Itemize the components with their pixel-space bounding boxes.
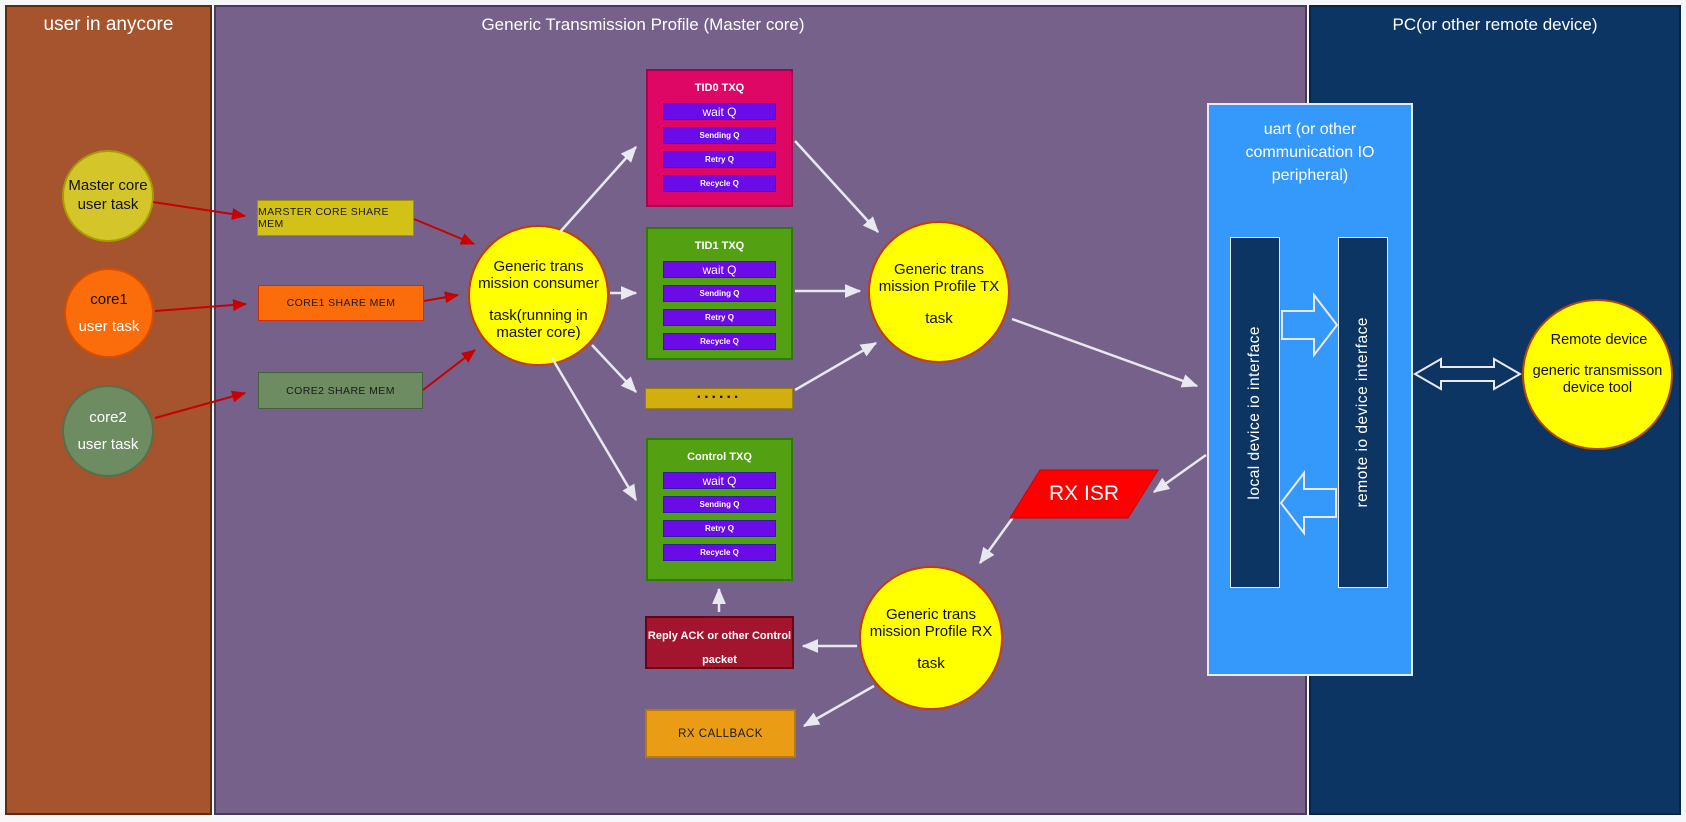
local-device-io-interface-bar: local device io interface <box>1230 237 1280 588</box>
queue-row-recycle: Recycle Q <box>663 544 776 561</box>
reply-ack-control-packet-box: Reply ACK or other Control packet <box>645 616 794 669</box>
queue-row-label: wait Q <box>702 104 737 119</box>
reply-ack-line2: packet <box>702 654 737 666</box>
rx-callback-box: RX CALLBACK <box>645 709 796 758</box>
core1-share-mem-label: CORE1 SHARE MEM <box>286 297 396 309</box>
queue-row-recycle: Recycle Q <box>663 333 776 350</box>
queue-row-label: Sending Q <box>699 289 740 298</box>
queue-row-retry: Retry Q <box>663 309 776 326</box>
remote-device-text2: generic transmisson device tool <box>1532 363 1663 396</box>
queue-row-sending: Sending Q <box>663 496 776 513</box>
queue-row-label: wait Q <box>702 473 737 488</box>
queue-row-label: Retry Q <box>705 155 734 164</box>
transmission-consumer-task-node: Generic trans mission consumer task(runn… <box>468 225 609 366</box>
pc-panel-title: PC(or other remote device) <box>1392 15 1598 34</box>
ellipsis-label: ...... <box>696 384 742 402</box>
queue-row-wait: wait Q <box>663 261 776 278</box>
queue-row-label: Retry Q <box>705 313 734 322</box>
reply-ack-line1: Reply ACK or other Control <box>647 630 792 642</box>
queue-row-label: Recycle Q <box>700 548 739 557</box>
uart-title-text: uart (or other communication IO peripher… <box>1245 121 1375 184</box>
local-interface-label: local device io interface <box>1246 325 1263 500</box>
master-share-mem-label: MARSTER CORE SHARE MEM <box>258 206 389 230</box>
master-panel-title: Generic Transmission Profile (Master cor… <box>481 15 805 34</box>
core1-task-line2: user task <box>78 318 140 335</box>
master-core-task-line2: user task <box>77 196 139 213</box>
queue-row-wait: wait Q <box>663 103 776 120</box>
queue-row-label: Sending Q <box>699 131 740 140</box>
remote-device-text1: Remote device <box>1550 332 1648 348</box>
tid0-txq-box: TID0 TXQ wait Q Sending Q Retry Q Recycl… <box>646 69 793 207</box>
queue-row-label: Sending Q <box>699 500 740 509</box>
tx-task-text1: Generic trans mission Profile TX <box>878 261 1000 295</box>
queue-row-label: Recycle Q <box>700 337 739 346</box>
queue-row-sending: Sending Q <box>663 127 776 144</box>
core1-task-line1: core1 <box>90 291 128 308</box>
core2-share-mem-box: CORE2 SHARE MEM <box>258 372 423 409</box>
remote-device-node: Remote device generic transmisson device… <box>1522 299 1673 450</box>
core2-share-mem-label: CORE2 SHARE MEM <box>286 384 395 397</box>
consumer-text2: task(running in master core) <box>489 307 588 341</box>
tid0-txq-rows: wait Q Sending Q Retry Q Recycle Q <box>648 94 791 192</box>
queue-row-retry: Retry Q <box>663 151 776 168</box>
control-txq-title: Control TXQ <box>687 451 752 463</box>
queue-row-wait: wait Q <box>663 472 776 489</box>
rx-task-text2: task <box>917 655 945 672</box>
queue-row-recycle: Recycle Q <box>663 175 776 192</box>
core2-task-line1: core2 <box>89 409 127 426</box>
tx-task-text2: task <box>925 310 953 327</box>
uart-title: uart (or other communication IO peripher… <box>1209 118 1411 187</box>
master-core-task-line1: Master core <box>68 177 148 194</box>
rx-callback-label: RX CALLBACK <box>678 727 763 740</box>
rx-isr-label: RX ISR <box>1048 482 1119 505</box>
transmission-profile-rx-task-node: Generic trans mission Profile RX task <box>859 566 1003 710</box>
core1-user-task-node: core1 user task <box>64 268 154 358</box>
uart-peripheral-box: uart (or other communication IO peripher… <box>1207 103 1413 676</box>
core1-share-mem-box: CORE1 SHARE MEM <box>258 285 424 321</box>
queue-row-label: wait Q <box>702 262 737 277</box>
remote-io-device-interface-bar: remote io device interface <box>1338 237 1388 588</box>
tid1-txq-rows: wait Q Sending Q Retry Q Recycle Q <box>648 252 791 350</box>
master-core-share-mem-box: MARSTER CORE SHARE MEM <box>257 200 414 236</box>
remote-interface-label: remote io device interface <box>1354 317 1371 508</box>
rx-task-text1: Generic trans mission Profile RX <box>869 606 993 640</box>
queue-row-label: Recycle Q <box>700 179 739 188</box>
master-core-user-task-node: Master core user task <box>62 150 154 242</box>
user-panel-title: user in anycore <box>43 14 174 35</box>
consumer-text1: Generic trans mission consumer <box>478 258 599 292</box>
tid1-txq-title: TID1 TXQ <box>694 240 745 252</box>
control-txq-rows: wait Q Sending Q Retry Q Recycle Q <box>648 463 791 561</box>
tid1-txq-box: TID1 TXQ wait Q Sending Q Retry Q Recycl… <box>646 227 793 360</box>
tid0-txq-title: TID0 TXQ <box>694 82 745 94</box>
queue-row-sending: Sending Q <box>663 285 776 302</box>
transmission-profile-tx-task-node: Generic trans mission Profile TX task <box>868 221 1010 363</box>
control-txq-box: Control TXQ wait Q Sending Q Retry Q Rec… <box>646 438 793 581</box>
queue-row-label: Retry Q <box>705 524 734 533</box>
core2-user-task-node: core2 user task <box>62 385 154 477</box>
more-queues-ellipsis-box: ...... <box>645 384 793 409</box>
queue-row-retry: Retry Q <box>663 520 776 537</box>
core2-task-line2: user task <box>77 436 139 453</box>
